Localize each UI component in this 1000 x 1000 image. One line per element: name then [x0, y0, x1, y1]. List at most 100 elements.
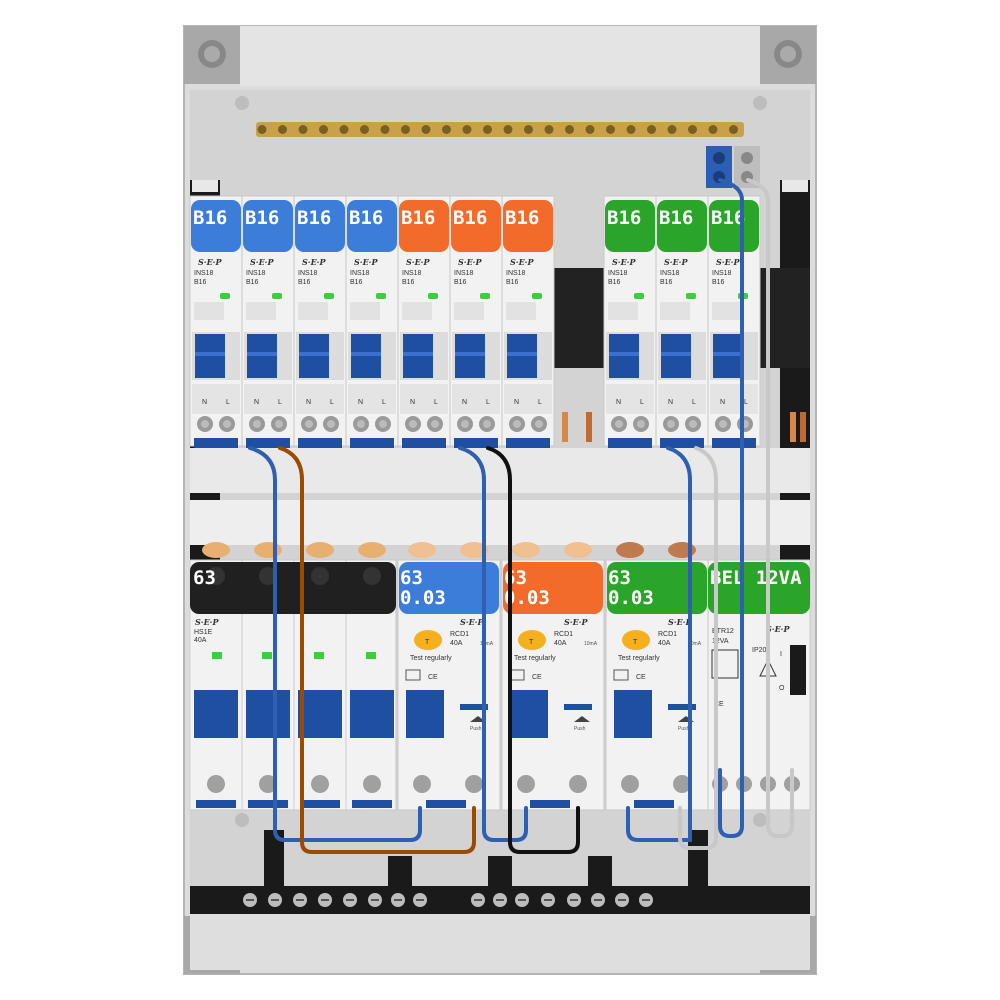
rcd-sensitivity: 10mA	[688, 641, 702, 647]
toggle-lever[interactable]	[194, 690, 238, 738]
brand-logo: S·E·P	[198, 257, 222, 267]
terminal-screw[interactable]	[207, 775, 225, 793]
terminal-screw[interactable]	[413, 775, 431, 793]
test-regularly-text: Test regularly	[514, 655, 556, 662]
earth-screw	[380, 125, 390, 134]
terminal-screw[interactable]	[311, 775, 329, 793]
terminal-n-label: N	[462, 399, 467, 406]
rcd-label-tag	[503, 562, 603, 614]
rcd-label-line1: 63	[608, 567, 631, 589]
terminal-n-label: N	[668, 399, 673, 406]
mcb-label: B16	[505, 207, 539, 229]
brand-logo: S·E·P	[612, 257, 636, 267]
mcb-label-tag	[243, 200, 293, 252]
terminal-screw[interactable]	[363, 775, 381, 793]
mcb-model: INS18	[246, 270, 266, 277]
toggle-lever[interactable]	[298, 690, 342, 738]
toggle-lever[interactable]	[246, 690, 290, 738]
earth-screw	[667, 125, 677, 134]
wire-blue	[626, 806, 692, 842]
wire-grey	[678, 446, 718, 850]
brand-logo: S·E·P	[510, 257, 534, 267]
mcb-model: INS18	[506, 270, 526, 277]
terminal-n-label: N	[616, 399, 621, 406]
busbar-pin	[254, 542, 282, 558]
rcd-rating: 40A	[450, 640, 463, 647]
terminal-screw[interactable]	[517, 775, 535, 793]
test-button[interactable]	[622, 630, 650, 650]
wiring	[248, 178, 794, 854]
terminal-screw[interactable]	[259, 775, 277, 793]
terminal-l-label: L	[640, 399, 644, 406]
terminal-screw[interactable]	[569, 775, 587, 793]
mcb-label-tag	[451, 200, 501, 252]
brand-logo: S·E·P	[766, 624, 790, 634]
earth-screw	[278, 125, 287, 134]
test-button[interactable]	[518, 630, 546, 650]
status-indicator	[428, 293, 438, 299]
wire-blue	[458, 446, 528, 842]
earth-screw	[339, 125, 349, 134]
wire-blue	[718, 178, 744, 838]
test-button[interactable]	[414, 630, 442, 650]
mcb-label: B16	[711, 207, 745, 229]
earth-screw	[483, 125, 492, 134]
earth-screw	[462, 125, 472, 134]
mcb-rating: B16	[194, 279, 207, 286]
status-indicator	[532, 293, 542, 299]
mcb-rating: B16	[712, 279, 725, 286]
brand-logo: S·E·P	[250, 257, 274, 267]
earth-busbar	[256, 122, 744, 137]
mcb-label: B16	[659, 207, 693, 229]
mcb-model: INS18	[194, 270, 214, 277]
rcd-rating: 40A	[554, 640, 567, 647]
screw-hole	[235, 813, 249, 827]
mcb-model: INS18	[660, 270, 680, 277]
brand-logo: S·E·P	[460, 617, 484, 627]
toggle-lever[interactable]	[510, 690, 548, 738]
mcb-label: B16	[401, 207, 435, 229]
status-indicator	[366, 652, 376, 659]
transformer-switch[interactable]	[790, 645, 806, 695]
toggle-lever[interactable]	[406, 690, 444, 738]
ce-mark: CE	[636, 674, 646, 681]
pushbutton-label: Push	[574, 726, 586, 732]
mcb-label-tag	[605, 200, 655, 252]
terminal-screw[interactable]	[465, 775, 483, 793]
ip-rating: IP20	[752, 647, 767, 654]
earth-screw	[565, 125, 574, 134]
terminal-screw[interactable]	[621, 775, 639, 793]
earth-screw	[647, 125, 656, 134]
terminal-l-label: L	[538, 399, 542, 406]
status-indicator	[220, 293, 230, 299]
top-panel	[240, 26, 760, 86]
rcd-label-line2: 0.03	[608, 587, 654, 609]
terminal-n-label: N	[306, 399, 311, 406]
screw-hole	[753, 813, 767, 827]
mcb-rating: B16	[246, 279, 259, 286]
toggle-lever[interactable]	[350, 690, 394, 738]
mcb-model: INS18	[454, 270, 474, 277]
brand-logo: S·E·P	[664, 257, 688, 267]
terminal-screw[interactable]	[673, 775, 691, 793]
toggle-lever[interactable]	[614, 690, 652, 738]
terminal-l-label: L	[744, 399, 748, 406]
earth-screw	[319, 125, 328, 134]
rcd-model: RCD1	[658, 631, 677, 638]
pushbutton-label: Push	[470, 726, 482, 732]
